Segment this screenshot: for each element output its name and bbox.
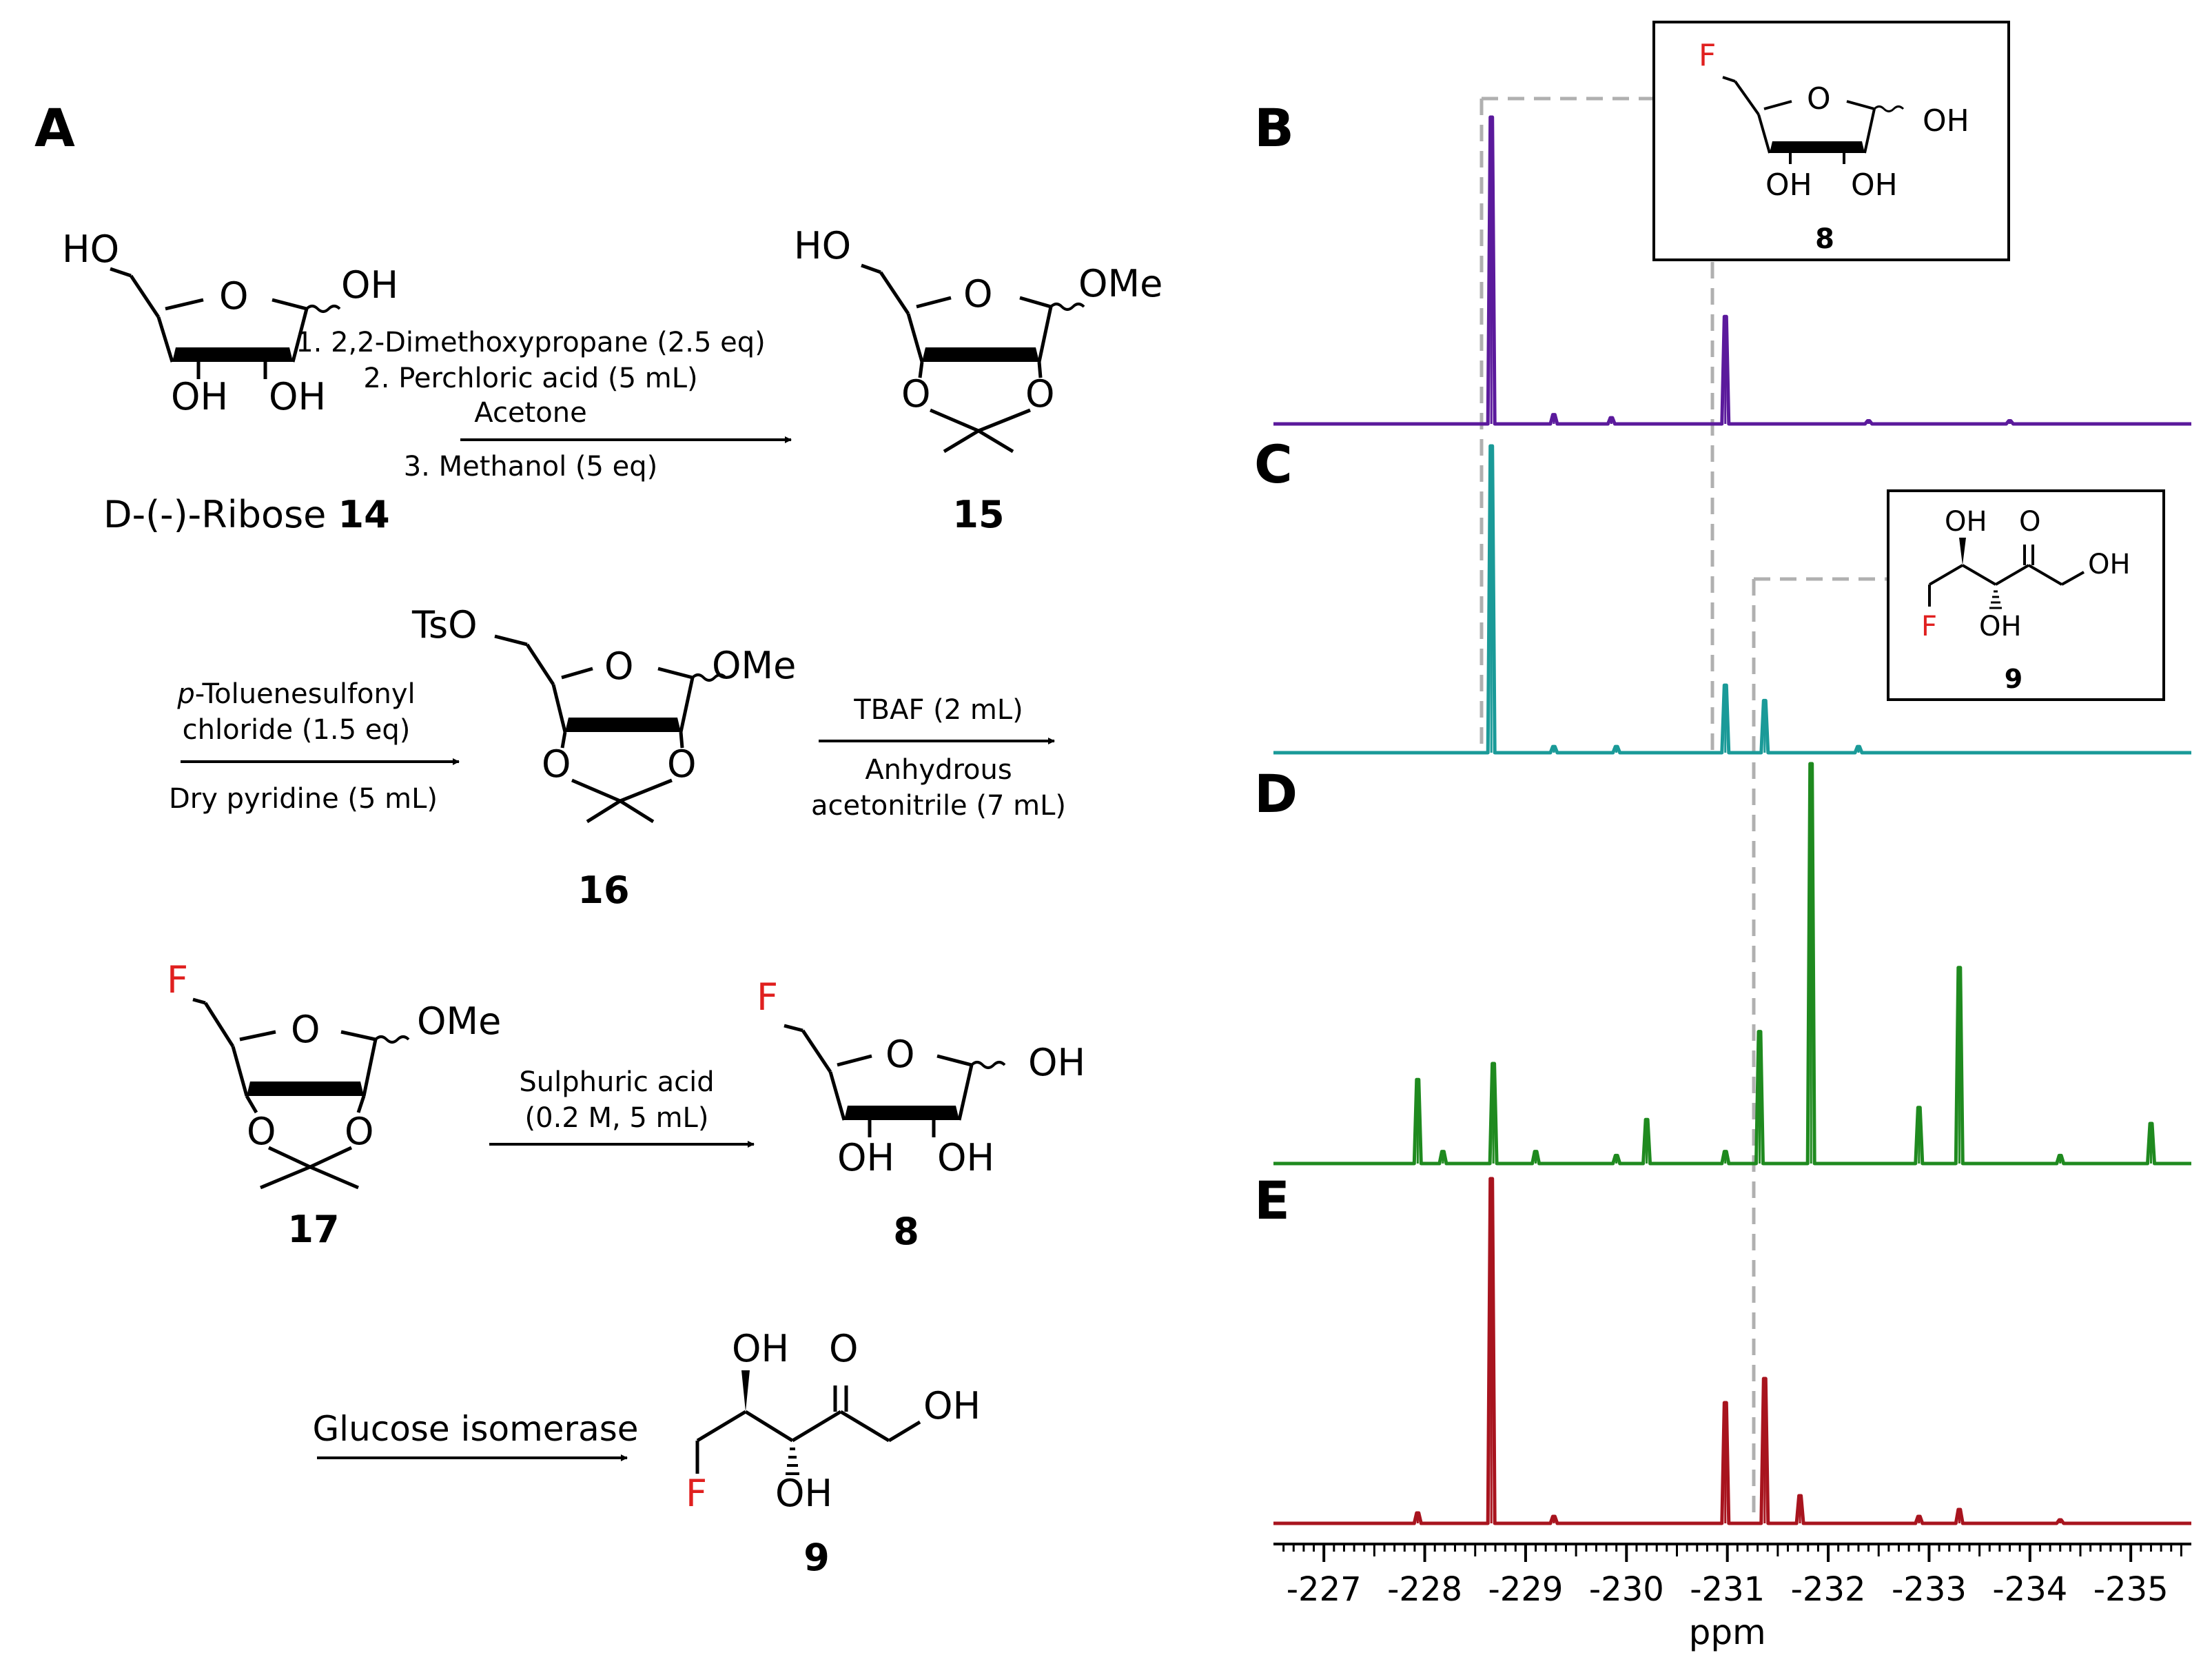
reagent-step3-below-2: acetonitrile (7 mL) (811, 790, 1066, 822)
atom-tso-c16: TsO (411, 603, 478, 647)
compound-label-9-scheme: 9 (803, 1536, 830, 1579)
compound-label-8-scheme: 8 (893, 1210, 919, 1253)
atom-o-right-c17: O (345, 1110, 374, 1153)
structure-compound-16 (494, 634, 727, 824)
axis-tick-label: -233 (1892, 1570, 1967, 1609)
inset-atom-f-c9: F (1921, 611, 1937, 642)
panel-label-a: A (34, 97, 75, 159)
reagent-step1-line3: Acetone (474, 397, 586, 429)
inset-atom-oh-anomeric-c8: OH (1923, 103, 1969, 139)
spectrum-trace-c (1273, 444, 2191, 755)
reagent-step2-below: Dry pyridine (5 mL) (169, 783, 438, 815)
axis-tick-label: -235 (2093, 1570, 2169, 1609)
inset-structure-compound-9 (1928, 538, 2085, 609)
axis-tick-label: -229 (1488, 1570, 1563, 1609)
reagent-step3-above: TBAF (2 mL) (853, 694, 1023, 726)
atom-ome-c17: OMe (417, 999, 501, 1043)
atom-oh-c3-ribose: OH (171, 375, 228, 418)
axis-label-ppm: ppm (1689, 1612, 1766, 1652)
atom-oh-c2-ribose: OH (269, 375, 326, 418)
compound-label-15: 15 (952, 493, 1004, 536)
atom-oh-c2-c8-scheme: OH (937, 1136, 994, 1179)
inset-atom-f-c8: F (1699, 38, 1716, 73)
reagent-step2-line2: chloride (1.5 eq) (183, 714, 411, 746)
structure-compound-8 (784, 1024, 1006, 1137)
atom-o-ring-c17: O (291, 1008, 320, 1051)
inset-atom-oh-c3-c8: OH (1765, 167, 1812, 203)
structure-compound-15 (861, 263, 1085, 454)
reagent-step5: Glucose isomerase (312, 1409, 638, 1449)
axis-tick-label: -227 (1287, 1570, 1362, 1609)
axis-tick-label: -234 (1992, 1570, 2067, 1609)
atom-oh-c3-c8-scheme: OH (837, 1136, 894, 1179)
reagent-step2-line1: p-Toluenesulfonyl (176, 678, 415, 710)
atom-oh-c9-terminal: OH (923, 1384, 981, 1428)
reagent-step1-line4: 3. Methanol (5 eq) (404, 451, 658, 483)
inset-atom-oh-c9-bottom: OH (1979, 611, 2022, 642)
atom-f-c9: F (686, 1472, 707, 1515)
atom-ho-c15: HO (794, 224, 851, 267)
spectrum-trace-b (1273, 115, 2191, 426)
spectrum-trace-d (1273, 762, 2191, 1166)
axis-tick-label: -228 (1387, 1570, 1462, 1609)
inset-atom-oh-c9-terminal: OH (2088, 549, 2131, 580)
atom-o-ring-ribose: O (219, 274, 249, 318)
atom-oh-anomeric-ribose: OH (341, 263, 398, 307)
spectrum-trace-e (1273, 1177, 2191, 1525)
inset-label-9: 9 (2005, 664, 2022, 694)
atom-oh-anomeric-c8-scheme: OH (1028, 1041, 1085, 1084)
guide-lines (1479, 97, 1888, 1523)
structure-compound-17 (192, 997, 410, 1190)
atom-f-c8-scheme: F (757, 975, 778, 1019)
panel-label-b: B (1254, 97, 1294, 159)
atom-o-left-c16: O (542, 742, 571, 786)
ppm-axis: -227 -228 -229 -230 -231 -232 -233 -234 -235 ppm (1273, 1543, 2191, 1652)
axis-tick-label: -231 (1690, 1570, 1765, 1609)
atom-o-ring-c15: O (963, 272, 993, 316)
nmr-spectra (1273, 115, 2191, 1525)
inset-atom-oh-c9-top: OH (1945, 506, 1987, 538)
reagent-step1-line1: 1. 2,2-Dimethoxypropane (2.5 eq) (296, 327, 766, 358)
inset-atom-o-ketone-c9: O (2019, 506, 2040, 538)
atom-ome-c16: OMe (712, 644, 796, 687)
inset-label-8: 8 (1815, 223, 1834, 255)
atom-ho-ribose: HO (62, 227, 119, 271)
axis-tick-label: -232 (1791, 1570, 1866, 1609)
atom-o-right-c16: O (667, 742, 697, 786)
panel-label-e: E (1254, 1170, 1290, 1231)
compound-label-16: 16 (577, 869, 629, 912)
structure-compound-9 (695, 1370, 921, 1475)
panel-label-d: D (1254, 763, 1298, 824)
atom-oh-c9-top: OH (732, 1327, 789, 1370)
atom-o-ring-c16: O (604, 644, 634, 688)
panel-label-c: C (1254, 434, 1293, 495)
reagent-step4-line1: Sulphuric acid (519, 1066, 714, 1098)
axis-tick-label: -230 (1589, 1570, 1664, 1609)
compound-label-ribose: D-(-)-Ribose 14 (103, 493, 390, 536)
atom-f-c17: F (167, 958, 188, 1002)
reagent-step4-line2: (0.2 M, 5 mL) (525, 1102, 709, 1134)
reagent-step3-below-1: Anhydrous (865, 754, 1012, 786)
atom-o-ring-c8-scheme: O (885, 1033, 915, 1076)
inset-box-compound-8 (1652, 21, 2010, 261)
atom-oh-c9-bottom: OH (775, 1472, 832, 1515)
atom-o-left-c15: O (901, 372, 931, 416)
inset-atom-oh-c2-c8: OH (1851, 167, 1898, 203)
inset-structure-compound-8 (1722, 76, 1905, 164)
compound-label-17: 17 (287, 1208, 339, 1251)
reagent-step1-line2: 2. Perchloric acid (5 mL) (363, 363, 697, 394)
atom-o-left-c17: O (247, 1110, 276, 1153)
inset-atom-o-ring-c8: O (1807, 81, 1831, 116)
inset-box-compound-9 (1887, 489, 2165, 701)
atom-o-right-c15: O (1025, 372, 1055, 416)
structure-ribose-14 (110, 267, 341, 379)
atom-o-ketone-c9: O (829, 1327, 859, 1370)
atom-ome-c15: OMe (1078, 262, 1163, 305)
